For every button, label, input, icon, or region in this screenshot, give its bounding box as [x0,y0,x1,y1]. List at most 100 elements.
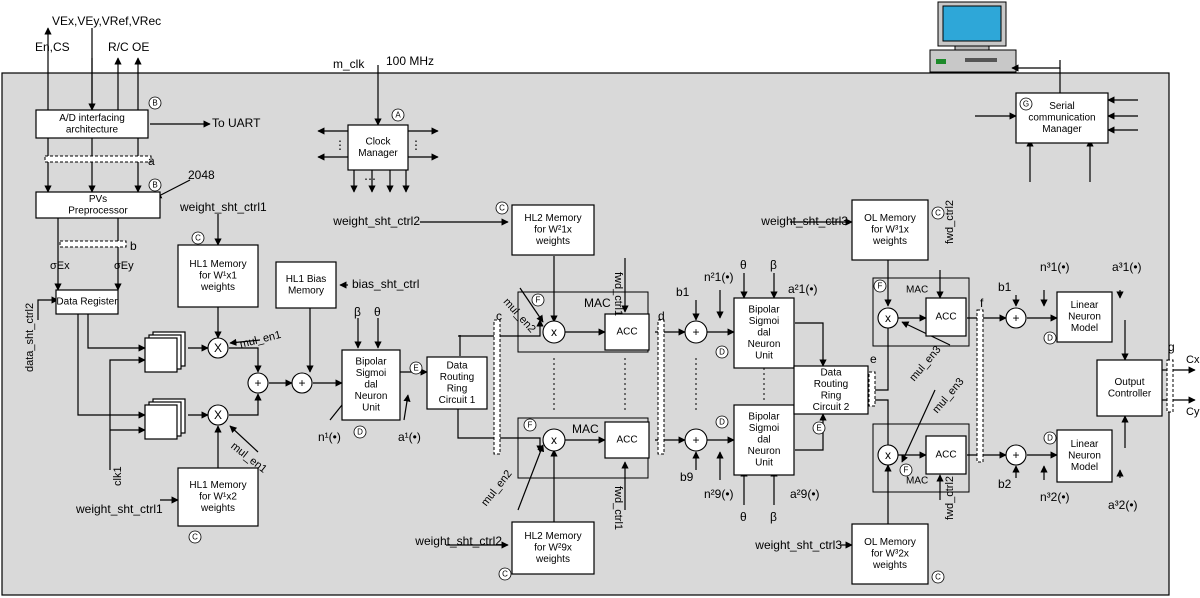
to-uart-label: To UART [212,116,261,130]
mac-mult-bottom: x [542,428,566,452]
adder-bottom-symbol: + [692,433,699,447]
linear-neuron-model-top-label-line: Neuron [1068,312,1101,323]
clk1-label: clk1 [112,466,124,486]
hl1-memory-w2-block-box [177,467,259,527]
data-routing-ring-1-box [426,356,488,410]
badge-c: C [931,570,945,584]
bus-b [59,240,127,248]
acc-bottom-box [604,421,650,459]
cy-label: Cy [1186,406,1200,418]
hl1-memory-w1-block-label-line: HL1 Memory [189,259,246,270]
adder-2: + [291,372,313,394]
bus-e-label: e [870,352,877,366]
hl2-memory-w9-block-box [511,521,595,575]
acc-bottom: ACC [604,421,650,459]
n31-label: n³1(•) [1040,260,1070,274]
bipolar-sigmoid-unit-2-top-label-line: dal [757,328,770,339]
beta-2-bottom-label: β [770,510,777,524]
linear-neuron-model-bottom-label-line: Model [1071,462,1098,473]
mac-group-ol-bottom [872,423,970,493]
acc-ol-bottom-label-line: ACC [935,450,956,461]
wsc1-bottom-label: weight_sht_ctrl1 [75,502,163,516]
badge-c: C [495,201,509,215]
adder-top: + [684,320,708,344]
bipolar-sigmoid-unit-2-bottom-box [733,404,795,476]
hl2-memory-w1-block-box [511,204,595,256]
drr1-top [458,319,544,337]
svg-text:C: C [499,204,505,213]
b1-hl2-label: b1 [676,285,690,299]
svg-text:C: C [935,209,941,218]
bus-f [976,309,984,463]
serial-to-pc [1011,60,1061,72]
ol-memory-w2-block-label-line: OL Memory [864,537,916,548]
svg-text:G: G [1023,100,1029,109]
badge-c: C [191,231,205,245]
output-controller-block-label-line: Controller [1108,388,1152,399]
theta-2-top-label: θ [740,258,747,272]
hl2-memory-w9-block-label-line: HL2 Memory [524,531,581,542]
sigma-ex-label: σEx [50,260,70,272]
mac-mult-top-symbol: x [551,325,557,339]
pvs-preprocessor-block-box [35,191,161,219]
bipolar-sigmoid-unit-2-bottom-label-line: Sigmoi [749,423,780,434]
bipolar-sigmoid-unit-2-bottom-label-line: Bipolar [748,412,780,423]
acc-top-box [604,313,650,351]
svg-text:D: D [1047,334,1053,343]
mac-ol-bottom-label: MAC [906,476,928,487]
data-routing-ring-1-label-line: Ring [447,383,468,394]
mult-x2-symbol: X [214,408,222,422]
clock-manager-block-box [347,124,409,171]
blocks-layer: A/D interfacingarchitecturePVsPreprocess… [35,92,1174,585]
theta-2-bottom-label: θ [740,510,747,524]
ol-memory-w1-block-label-line: for W³1x [871,225,909,236]
bipolar-sigmoid-unit-2-top-box [733,297,795,369]
bipolar-sigmoid-unit-2-top-label-line: Sigmoi [749,316,780,327]
clock-manager-block-label-line: Manager [358,148,398,159]
bus-e [868,371,876,407]
mulen1-bot [229,425,259,453]
clock-manager-block-label-line: Clock [365,136,391,147]
bus-a-label: a [148,154,155,168]
n21-label: n²1(•) [704,270,734,284]
bias-sht-ctrl-label: bias_sht_ctrl [352,277,419,291]
acc-bottom-label-line: ACC [616,435,637,446]
badge-f: F [531,293,545,307]
dreg-to-ff1 [87,313,146,352]
svg-text:D: D [719,418,725,427]
serial-comm-manager-block-label-line: Manager [1042,124,1082,135]
data-routing-ring-1-label-line: Routing [440,372,474,383]
ol-mult-bottom: x [877,444,899,466]
data-register-block: Data Register [55,289,119,315]
a29-label: a²9(•) [790,487,820,501]
hl2-memory-w9-block-label-line: weights [535,554,570,565]
badge-f: F [523,418,537,432]
clock-ellipsis-0: ⋮ [334,138,346,152]
svg-text:F: F [878,282,883,291]
badge-d: D [1043,431,1057,445]
bipolar-sigmoid-unit-2-bottom-label-line: dal [757,435,770,446]
wsc3-bottom-label: weight_sht_ctrl3 [754,538,842,552]
ol-memory-w2-block-label-line: weights [872,560,907,571]
mac-mult-bottom-symbol: x [551,433,557,447]
ol-mult-top: x [877,307,899,329]
svg-text:F: F [528,421,533,430]
bus-g [1166,359,1174,413]
svg-text:C: C [192,533,198,542]
svg-text:E: E [816,424,821,433]
en-cs-label: En,CS [35,40,70,54]
hl1-bias-memory-block-label-line: HL1 Bias [286,274,327,285]
linear-neuron-model-bottom-box [1056,429,1113,483]
mult-x2: X [207,404,229,426]
hl1-bias-memory-block-label-line: Memory [288,285,324,296]
b1-ol-label: b1 [998,280,1012,294]
bipolar-sigmoid-unit-2-bottom-label-line: Neuron [748,446,781,457]
data-routing-ring-1-label-line: Circuit 1 [439,395,476,406]
